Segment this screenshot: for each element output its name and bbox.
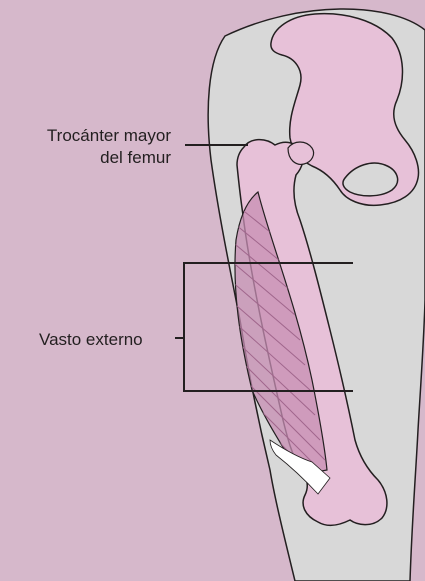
vastus-label: Vasto externo (39, 329, 143, 351)
trochanter-label: Trocánter mayor del femur (47, 125, 171, 169)
trochanter-label-line2: del femur (47, 147, 171, 169)
trochanter-label-line1: Trocánter mayor (47, 125, 171, 147)
